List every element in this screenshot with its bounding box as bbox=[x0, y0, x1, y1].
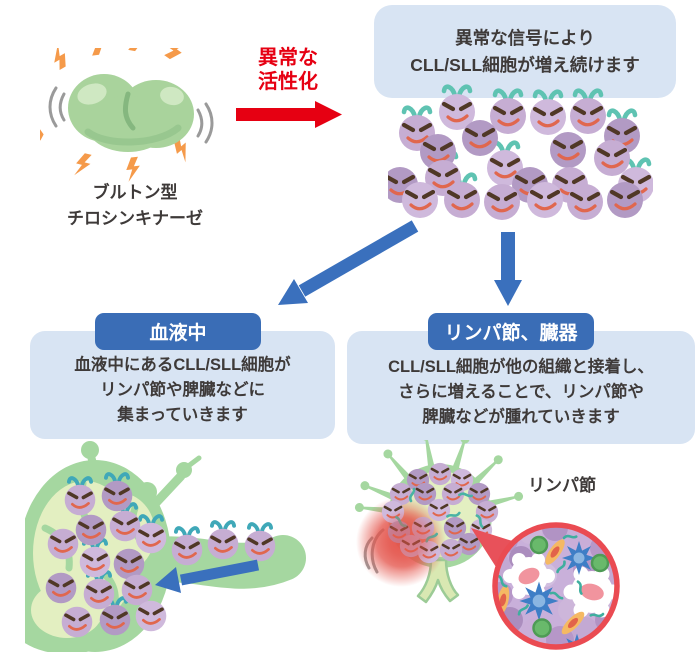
cll-cell bbox=[81, 576, 117, 612]
lymph-organ-badge: リンパ節、臓器 bbox=[428, 313, 594, 350]
cll-cell bbox=[73, 512, 109, 548]
cll-cell bbox=[77, 544, 113, 580]
activation-line1: 異常な bbox=[258, 47, 318, 69]
lymph-box-line3: 脾臓などが腫れていきます bbox=[422, 408, 620, 426]
cll-cell bbox=[462, 120, 498, 156]
cll-cell bbox=[242, 528, 278, 564]
red-arrow-icon bbox=[236, 101, 342, 128]
blue-arrow-down-icon bbox=[494, 232, 522, 306]
btk-blob bbox=[68, 74, 194, 152]
cll-cell bbox=[59, 604, 95, 640]
lymph-box-line2: さらに増えることで、リンパ節や bbox=[398, 383, 644, 401]
cll-cell bbox=[444, 182, 480, 218]
cll-cell bbox=[99, 478, 135, 514]
abnormal-signal-line1: 異常な信号により bbox=[455, 27, 595, 48]
cll-cell bbox=[97, 602, 133, 638]
cll-cell bbox=[169, 532, 205, 568]
cll-cell bbox=[402, 182, 438, 218]
cll-cell bbox=[43, 570, 79, 606]
cll-cell bbox=[133, 520, 169, 556]
blood-badge-label: 血液中 bbox=[149, 323, 207, 344]
cll-cell bbox=[119, 572, 155, 608]
cll-cell bbox=[107, 508, 143, 544]
green-cells bbox=[529, 535, 610, 638]
stromal-cells bbox=[496, 539, 585, 635]
red-blood-cell-areas bbox=[503, 553, 617, 618]
btk-label-line1: ブルトン型 bbox=[92, 183, 178, 202]
btk-label: ブルトン型 チロシンキナーゼ bbox=[45, 180, 225, 232]
cll-cell bbox=[567, 184, 603, 220]
lymph-box-line1: CLL/SLL細胞が他の組織と接着し、 bbox=[388, 358, 654, 376]
magnifier-ring bbox=[492, 522, 620, 650]
cll-cell bbox=[490, 98, 526, 134]
cll-cell bbox=[530, 99, 566, 135]
blood-box-line2: リンパ節や脾臓などに bbox=[100, 380, 265, 399]
blue-arrow-left-icon bbox=[155, 559, 260, 593]
cll-cell bbox=[205, 526, 241, 562]
node-stem bbox=[416, 558, 460, 604]
activation-line2: 活性化 bbox=[258, 71, 318, 93]
blue-arrow-diagonal-icon bbox=[278, 220, 419, 305]
cll-cell bbox=[550, 132, 586, 168]
cll-cell bbox=[607, 182, 643, 218]
lymph-node-label: リンパ節 bbox=[528, 476, 596, 495]
blood-box-line1: 血液中にあるCLL/SLL細胞が bbox=[74, 355, 291, 374]
blood-vessel-illustration bbox=[25, 441, 306, 652]
cll-cell bbox=[527, 182, 563, 218]
cll-cell bbox=[62, 482, 98, 518]
magnified-view bbox=[492, 522, 620, 650]
swelling-tint bbox=[375, 508, 439, 572]
blood-box-line3: 集まっていきます bbox=[117, 405, 248, 424]
abnormal-signal-line2: CLL/SLL細胞が増え続けます bbox=[410, 54, 640, 75]
abnormal-activation-label: 異常な 活性化 bbox=[240, 46, 336, 94]
cll-cell bbox=[133, 598, 169, 634]
cll-cell bbox=[570, 98, 606, 134]
blood-badge: 血液中 bbox=[95, 313, 261, 350]
vibration-arcs bbox=[48, 86, 214, 144]
cll-cell bbox=[484, 184, 520, 220]
lymph-organ-badge-label: リンパ節、臓器 bbox=[444, 323, 578, 344]
cll-cell-cluster bbox=[388, 78, 653, 236]
abnormal-signal-box: 異常な信号により CLL/SLL細胞が増え続けます bbox=[374, 5, 676, 98]
btk-label-line2: チロシンキナーゼ bbox=[67, 209, 203, 228]
branch-arrows bbox=[278, 220, 522, 306]
cll-cell bbox=[594, 140, 630, 176]
cll-cell bbox=[45, 526, 81, 562]
lymph-node-illustration bbox=[354, 440, 620, 650]
btk-illustration bbox=[40, 48, 214, 182]
cll-cell bbox=[111, 546, 147, 582]
